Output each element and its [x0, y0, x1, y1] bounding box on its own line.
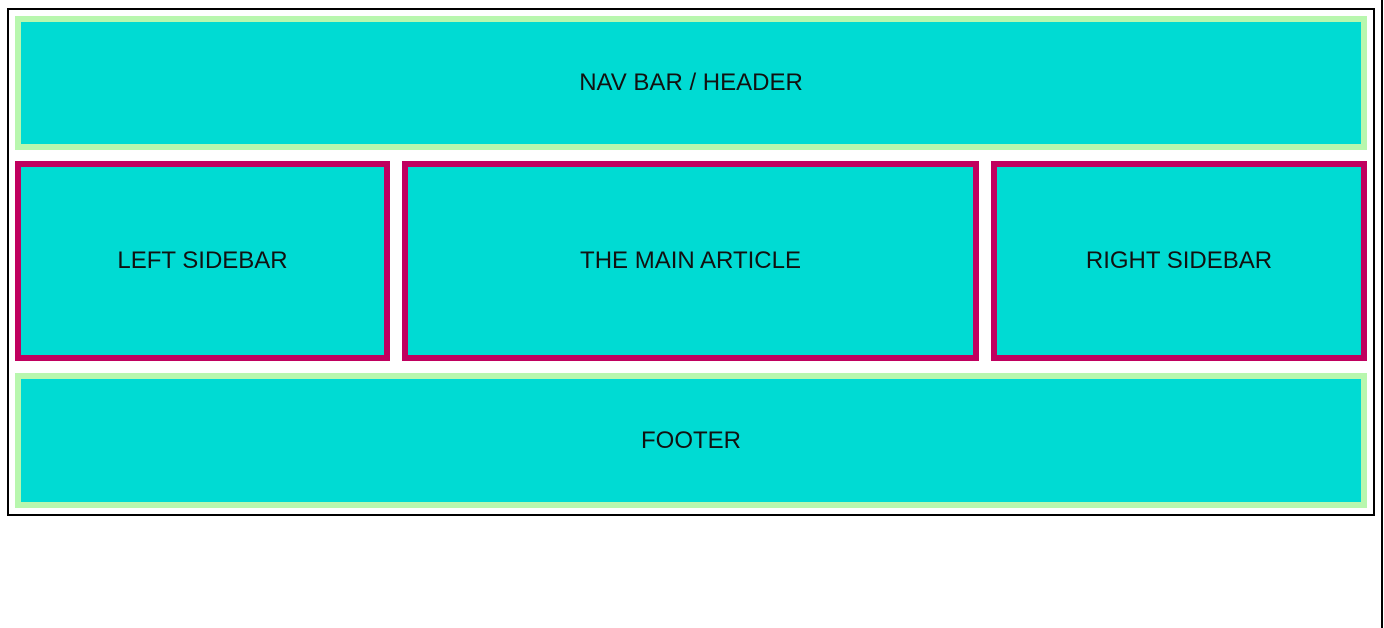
- main-article-box: THE MAIN ARTICLE: [402, 161, 979, 361]
- layout-container: NAV BAR / HEADER LEFT SIDEBAR THE MAIN A…: [7, 8, 1375, 516]
- left-sidebar-box: LEFT SIDEBAR: [15, 161, 390, 361]
- header-label: NAV BAR / HEADER: [579, 69, 803, 96]
- footer-box: FOOTER: [15, 373, 1367, 508]
- header-box: NAV BAR / HEADER: [15, 16, 1367, 150]
- left-sidebar-label: LEFT SIDEBAR: [117, 247, 288, 274]
- footer-label: FOOTER: [641, 426, 741, 454]
- window-edge-divider: [1381, 0, 1383, 628]
- right-sidebar-box: RIGHT SIDEBAR: [991, 161, 1367, 361]
- main-article-label: THE MAIN ARTICLE: [580, 247, 801, 274]
- right-sidebar-label: RIGHT SIDEBAR: [1085, 247, 1273, 274]
